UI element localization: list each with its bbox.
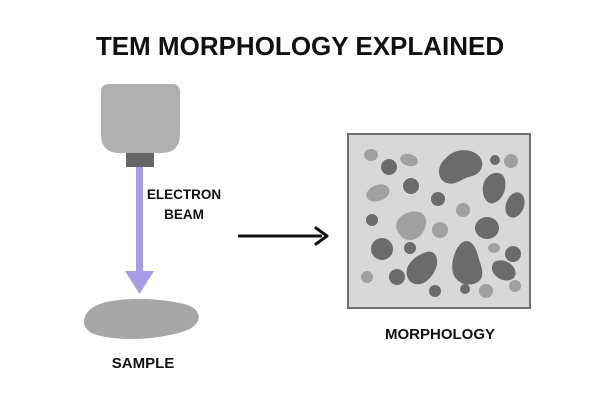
light-particle — [364, 149, 378, 161]
light-particle — [400, 153, 418, 167]
light-particle — [479, 284, 493, 298]
light-particle — [509, 280, 521, 292]
beam-label-line2: BEAM — [164, 207, 204, 222]
light-particle — [396, 211, 427, 241]
micrograph-icon — [347, 133, 531, 309]
dark-particle — [371, 238, 393, 260]
electron-gun-nozzle — [126, 153, 154, 167]
light-particle — [361, 271, 373, 283]
electron-gun-icon — [101, 84, 180, 167]
light-particle — [504, 154, 518, 168]
morphology-label: MORPHOLOGY — [385, 326, 495, 343]
dark-particle — [389, 269, 405, 285]
beam-shaft — [136, 167, 143, 273]
dark-particle — [482, 172, 506, 204]
dark-particle — [406, 251, 438, 285]
micrograph-border — [347, 133, 531, 309]
dark-particle — [452, 240, 483, 285]
beam-arrow-icon — [125, 167, 154, 294]
dark-particle — [438, 150, 483, 184]
micrograph-frame — [348, 134, 530, 308]
sample-label: SAMPLE — [112, 355, 175, 372]
dark-particle — [490, 155, 500, 165]
right-arrow-icon — [238, 226, 329, 246]
dark-particle — [404, 242, 416, 254]
dark-particle — [505, 246, 521, 262]
dark-particle — [475, 217, 499, 239]
sample-blob-icon — [83, 298, 199, 340]
dark-particles — [366, 150, 525, 297]
dark-particle — [505, 192, 525, 218]
light-particle — [432, 222, 448, 238]
dark-particle — [403, 178, 419, 194]
beam-label-line1: ELECTRON — [147, 187, 221, 202]
beam-arrowhead — [125, 271, 154, 294]
light-particles — [361, 149, 521, 298]
light-particle — [366, 184, 390, 202]
dark-particle — [431, 192, 445, 206]
electron-gun-body — [101, 84, 180, 153]
dark-particle — [366, 214, 378, 226]
dark-particle — [491, 260, 516, 281]
dark-particle — [381, 159, 397, 175]
diagram-title: TEM MORPHOLOGY EXPLAINED — [96, 31, 504, 61]
light-particle — [488, 243, 500, 253]
dark-particle — [429, 285, 441, 297]
light-particle — [456, 203, 470, 217]
arrow-head — [314, 226, 329, 246]
dark-particle — [460, 284, 470, 294]
